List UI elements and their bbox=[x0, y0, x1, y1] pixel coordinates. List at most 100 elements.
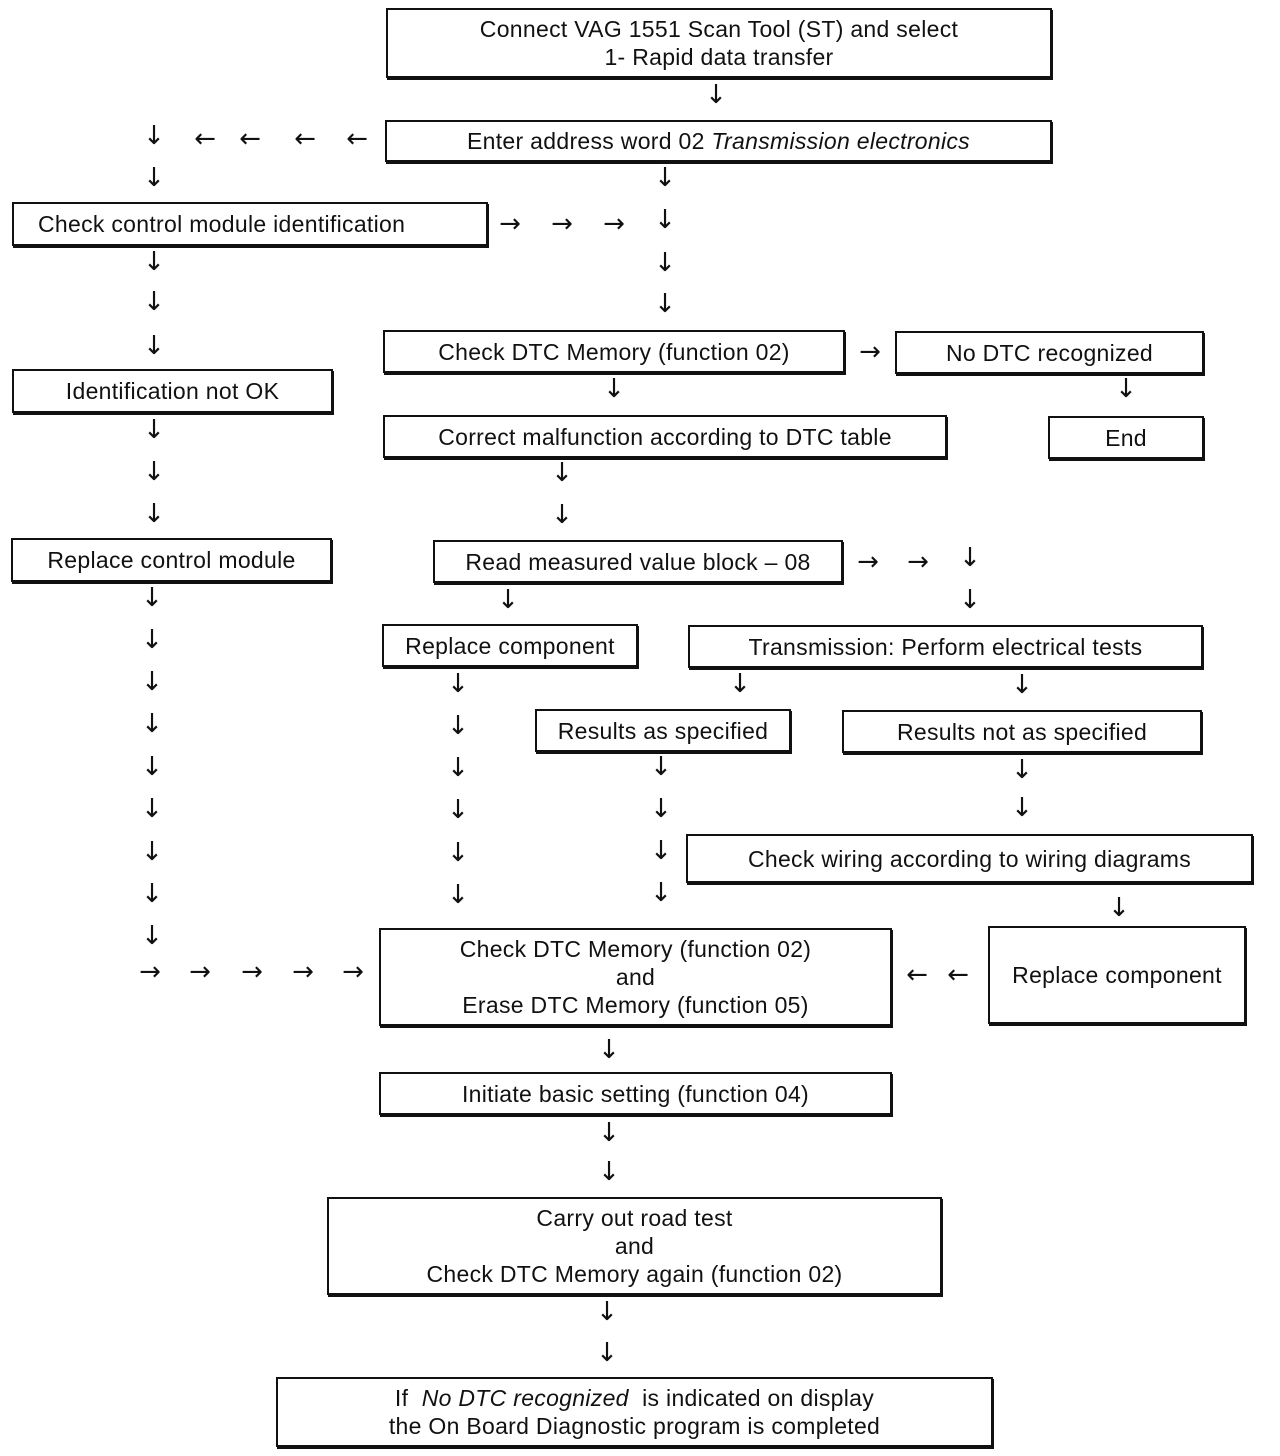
down-arrow-icon: ↓ bbox=[705, 80, 727, 110]
down-arrow-icon: ↓ bbox=[1011, 755, 1033, 785]
check-and-erase-dtc-step: Check DTC Memory (function 02) and Erase… bbox=[379, 928, 892, 1026]
down-arrow-icon: ↓ bbox=[654, 289, 676, 319]
down-arrow-icon: ↓ bbox=[959, 585, 981, 615]
check-wiring-step: Check wiring according to wiring diagram… bbox=[686, 834, 1253, 883]
final-prefix: If bbox=[394, 1385, 422, 1411]
connect-scan-tool-step: Connect VAG 1551 Scan Tool (ST) and sele… bbox=[386, 8, 1052, 78]
down-arrow-icon: ↓ bbox=[141, 583, 163, 613]
down-arrow-icon: ↓ bbox=[447, 838, 469, 868]
right-arrow-icon: → bbox=[241, 957, 263, 987]
replace-comp2-label: Replace component bbox=[1012, 962, 1222, 988]
address-italic: Transmission electronics bbox=[711, 128, 970, 154]
down-arrow-icon: ↓ bbox=[596, 1297, 618, 1327]
right-arrow-icon: → bbox=[907, 547, 929, 577]
right-arrow-icon: → bbox=[859, 337, 881, 367]
connect-line-1: Connect VAG 1551 Scan Tool (ST) and sele… bbox=[479, 16, 959, 42]
left-arrow-icon: ← bbox=[294, 124, 316, 154]
down-arrow-icon: ↓ bbox=[596, 1338, 618, 1368]
final-suffix: is indicated on display bbox=[628, 1385, 875, 1411]
transmission-electrical-tests-step: Transmission: Perform electrical tests bbox=[688, 625, 1203, 668]
end-label: End bbox=[1105, 424, 1147, 451]
down-arrow-icon: ↓ bbox=[143, 331, 165, 361]
down-arrow-icon: ↓ bbox=[141, 625, 163, 655]
replace-comp1-label: Replace component bbox=[405, 632, 615, 659]
read-block-label: Read measured value block – 08 bbox=[465, 548, 811, 575]
check-control-module-id-step: Check control module identification bbox=[12, 202, 488, 246]
road-test-line-2: and bbox=[614, 1233, 655, 1259]
left-arrow-icon: ← bbox=[194, 124, 216, 154]
down-arrow-icon: ↓ bbox=[1011, 793, 1033, 823]
down-arrow-icon: ↓ bbox=[598, 1157, 620, 1187]
down-arrow-icon: ↓ bbox=[141, 921, 163, 951]
down-arrow-icon: ↓ bbox=[598, 1118, 620, 1148]
down-arrow-icon: ↓ bbox=[551, 500, 573, 530]
down-arrow-icon: ↓ bbox=[654, 205, 676, 235]
down-arrow-icon: ↓ bbox=[141, 794, 163, 824]
basic-setting-label: Initiate basic setting (function 04) bbox=[461, 1080, 810, 1107]
down-arrow-icon: ↓ bbox=[650, 752, 672, 782]
final-line-2: the On Board Diagnostic program is compl… bbox=[388, 1413, 881, 1439]
down-arrow-icon: ↓ bbox=[603, 374, 625, 404]
replace-module-label: Replace control module bbox=[47, 547, 296, 573]
left-arrow-icon: ← bbox=[346, 124, 368, 154]
down-arrow-icon: ↓ bbox=[447, 669, 469, 699]
enter-address-word-step: Enter address word 02 Transmission elect… bbox=[385, 120, 1052, 162]
down-arrow-icon: ↓ bbox=[143, 121, 165, 151]
down-arrow-icon: ↓ bbox=[729, 669, 751, 699]
right-arrow-icon: → bbox=[189, 957, 211, 987]
results-not-label: Results not as specified bbox=[896, 718, 1148, 745]
down-arrow-icon: ↓ bbox=[1108, 893, 1130, 923]
down-arrow-icon: ↓ bbox=[143, 287, 165, 317]
right-arrow-icon: → bbox=[499, 209, 521, 239]
id-not-ok-label: Identification not OK bbox=[65, 378, 280, 404]
replace-component-step-2: Replace component bbox=[988, 926, 1246, 1024]
down-arrow-icon: ↓ bbox=[141, 667, 163, 697]
down-arrow-icon: ↓ bbox=[654, 248, 676, 278]
check-erase-line-2: and bbox=[615, 964, 656, 990]
down-arrow-icon: ↓ bbox=[143, 499, 165, 529]
right-arrow-icon: → bbox=[857, 547, 879, 577]
road-test-step: Carry out road test and Check DTC Memory… bbox=[327, 1197, 942, 1295]
check-id-label: Check control module identification bbox=[38, 211, 406, 237]
down-arrow-icon: ↓ bbox=[141, 837, 163, 867]
correct-label: Correct malfunction according to DTC tab… bbox=[438, 423, 892, 450]
down-arrow-icon: ↓ bbox=[143, 415, 165, 445]
results-not-as-specified-step: Results not as specified bbox=[842, 710, 1202, 753]
down-arrow-icon: ↓ bbox=[447, 711, 469, 741]
right-arrow-icon: → bbox=[342, 957, 364, 987]
down-arrow-icon: ↓ bbox=[143, 163, 165, 193]
address-prefix: Enter address word 02 bbox=[467, 128, 712, 154]
check-dtc-memory-step: Check DTC Memory (function 02) bbox=[383, 330, 845, 373]
final-italic: No DTC recognized bbox=[421, 1385, 629, 1411]
no-dtc-label: No DTC recognized bbox=[945, 339, 1154, 366]
results-ok-label: Results as specified bbox=[557, 717, 769, 744]
no-dtc-recognized-step: No DTC recognized bbox=[895, 331, 1204, 374]
down-arrow-icon: ↓ bbox=[650, 836, 672, 866]
left-arrow-icon: ← bbox=[239, 124, 261, 154]
replace-component-step-1: Replace component bbox=[382, 624, 638, 667]
initiate-basic-setting-step: Initiate basic setting (function 04) bbox=[379, 1072, 892, 1115]
right-arrow-icon: → bbox=[292, 957, 314, 987]
down-arrow-icon: ↓ bbox=[447, 795, 469, 825]
right-arrow-icon: → bbox=[603, 209, 625, 239]
road-test-line-3: Check DTC Memory again (function 02) bbox=[426, 1261, 843, 1287]
down-arrow-icon: ↓ bbox=[143, 457, 165, 487]
down-arrow-icon: ↓ bbox=[1011, 670, 1033, 700]
identification-not-ok-step: Identification not OK bbox=[12, 369, 333, 413]
down-arrow-icon: ↓ bbox=[447, 753, 469, 783]
end-step: End bbox=[1048, 416, 1204, 459]
down-arrow-icon: ↓ bbox=[551, 458, 573, 488]
results-as-specified-step: Results as specified bbox=[535, 709, 791, 752]
right-arrow-icon: → bbox=[551, 209, 573, 239]
right-arrow-icon: → bbox=[139, 957, 161, 987]
down-arrow-icon: ↓ bbox=[497, 585, 519, 615]
transmission-label: Transmission: Perform electrical tests bbox=[748, 633, 1143, 660]
down-arrow-icon: ↓ bbox=[141, 709, 163, 739]
left-arrow-icon: ← bbox=[947, 960, 969, 990]
check-erase-line-3: Erase DTC Memory (function 05) bbox=[462, 992, 809, 1018]
check-wiring-label: Check wiring according to wiring diagram… bbox=[747, 845, 1192, 872]
down-arrow-icon: ↓ bbox=[141, 879, 163, 909]
down-arrow-icon: ↓ bbox=[959, 543, 981, 573]
check-dtc-label: Check DTC Memory (function 02) bbox=[438, 338, 790, 365]
final-completion-step: If No DTC recognized is indicated on dis… bbox=[276, 1377, 993, 1447]
